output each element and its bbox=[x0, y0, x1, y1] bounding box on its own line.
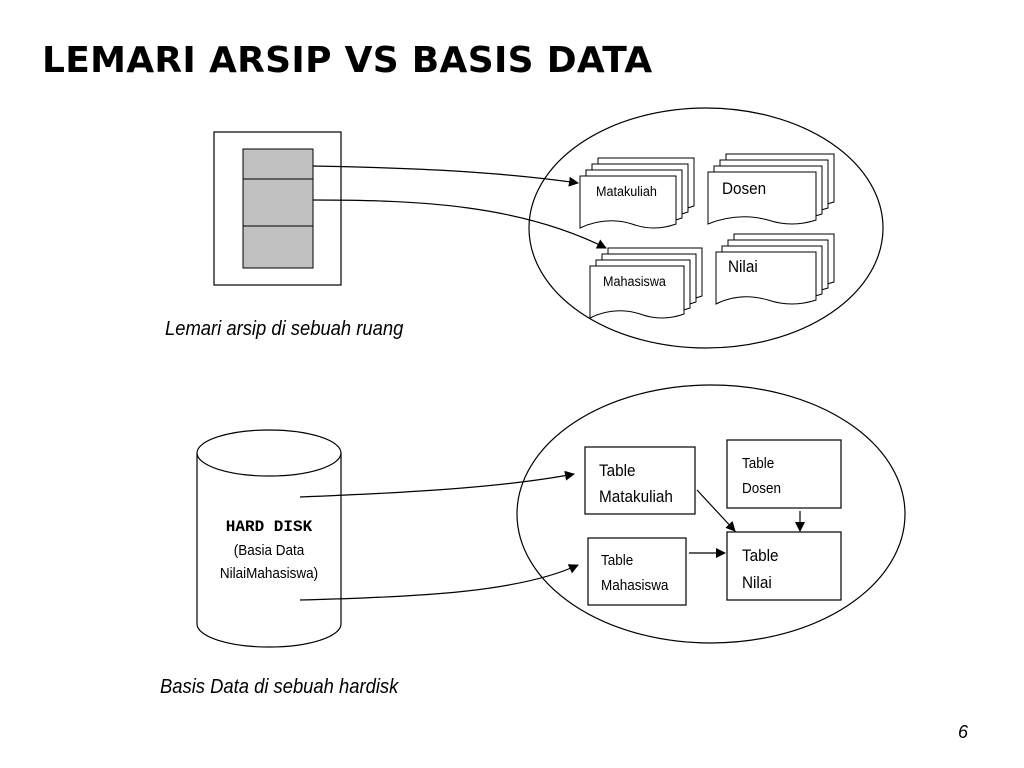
arrow-cabinet-to-matakuliah bbox=[312, 165, 579, 187]
folder-label-mahasiswa: Mahasiswa bbox=[603, 273, 666, 289]
table-box-mahasiswa: Table Mahasiswa bbox=[587, 537, 687, 606]
table-box-matakuliah: Table Matakuliah bbox=[584, 446, 696, 515]
hard-disk-line2: NilaiMahasiswa) bbox=[220, 565, 318, 582]
table-matakuliah-line2: Matakuliah bbox=[599, 487, 673, 506]
folder-stack-dosen: Dosen bbox=[707, 153, 835, 225]
cabinet-drawer-2 bbox=[242, 178, 314, 227]
database-ellipse bbox=[516, 384, 906, 644]
folder-label-nilai: Nilai bbox=[728, 257, 758, 276]
table-box-dosen: Table Dosen bbox=[726, 439, 842, 509]
hard-disk-line1: (Basia Data bbox=[234, 542, 305, 559]
table-mahasiswa-line1: Table bbox=[601, 552, 633, 569]
table-dosen-line1: Table bbox=[742, 455, 774, 472]
filing-cabinet bbox=[213, 131, 342, 286]
hard-disk-title: HARD DISK bbox=[226, 518, 313, 536]
table-dosen-line2: Dosen bbox=[742, 480, 781, 497]
arrow-disk-to-table-matakuliah bbox=[299, 470, 575, 498]
folder-label-dosen: Dosen bbox=[722, 179, 766, 198]
folder-label-matakuliah: Matakuliah bbox=[596, 183, 657, 199]
table-mahasiswa-line2: Mahasiswa bbox=[601, 577, 669, 594]
table-matakuliah-line1: Table bbox=[599, 461, 636, 480]
cabinet-drawer-1 bbox=[242, 148, 314, 180]
arrow-cabinet-to-mahasiswa bbox=[312, 199, 607, 249]
table-nilai-line1: Table bbox=[742, 546, 779, 565]
cabinet-drawer-3 bbox=[242, 225, 314, 269]
table-box-nilai: Table Nilai bbox=[726, 531, 842, 601]
hard-disk-cylinder: HARD DISK (Basia Data NilaiMahasiswa) bbox=[196, 429, 342, 648]
folder-stack-nilai: Nilai bbox=[715, 233, 835, 305]
folder-stack-matakuliah: Matakuliah bbox=[579, 157, 695, 229]
caption-filing-cabinet: Lemari arsip di sebuah ruang bbox=[165, 318, 404, 340]
file-room-ellipse bbox=[528, 107, 884, 349]
page-number: 6 bbox=[957, 722, 968, 742]
caption-database: Basis Data di sebuah hardisk bbox=[160, 676, 399, 698]
arrow-disk-to-table-mahasiswa bbox=[299, 564, 579, 601]
arrow-matakuliah-to-nilai bbox=[696, 489, 736, 532]
folder-stack-mahasiswa: Mahasiswa bbox=[589, 247, 703, 319]
slide-title: LEMARI ARSIP VS BASIS DATA bbox=[42, 40, 653, 81]
table-nilai-line2: Nilai bbox=[742, 573, 772, 592]
